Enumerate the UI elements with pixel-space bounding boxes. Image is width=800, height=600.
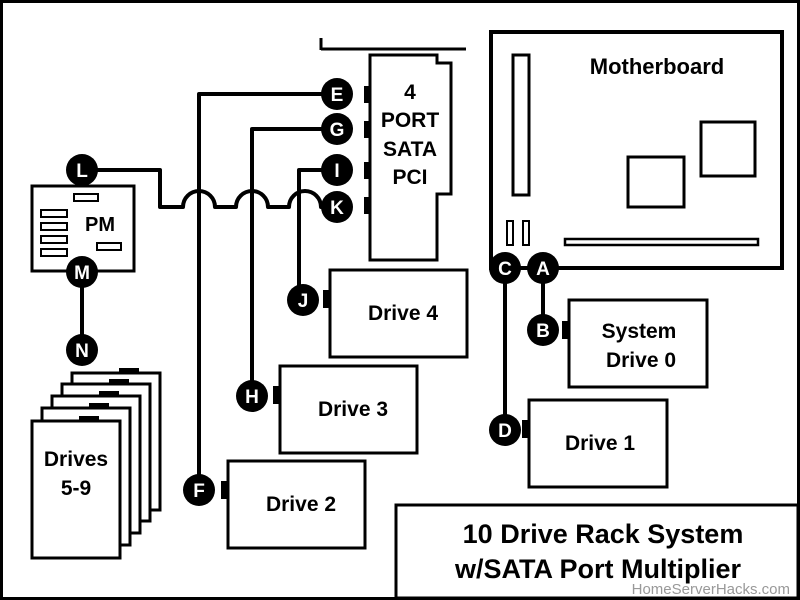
svg-text:C: C [498, 259, 512, 280]
connector-c: C [489, 252, 521, 284]
connector-j: J [287, 284, 319, 316]
cable-e-f [197, 92, 337, 490]
pci-label-line3: SATA [383, 138, 437, 161]
drives-5-9-label-line2: 5-9 [61, 477, 91, 500]
svg-text:H: H [245, 387, 259, 408]
pci-label-line1: 4 [404, 81, 416, 104]
connector-l: L [66, 154, 98, 186]
motherboard-label: Motherboard [590, 54, 724, 79]
drive-2-label: Drive 2 [266, 493, 336, 516]
system-drive-0-label-line1: System [602, 320, 677, 343]
svg-text:F: F [193, 481, 205, 502]
svg-text:M: M [74, 263, 90, 284]
svg-text:J: J [298, 291, 309, 312]
connector-i: I [321, 154, 353, 186]
pci-card: 4 PORT SATA PCI [319, 38, 466, 262]
drive-4-label: Drive 4 [368, 302, 438, 325]
drive-4: Drive 4 [323, 268, 469, 359]
drive-1: Drive 1 [522, 398, 669, 489]
connector-h: H [236, 380, 268, 412]
drives-5-9-label-line1: Drives [44, 448, 108, 471]
connector-d: D [489, 414, 521, 446]
pm-label: PM [85, 214, 115, 236]
connector-f: F [183, 474, 215, 506]
connector-e: E [321, 78, 353, 110]
connector-n: N [66, 334, 98, 366]
svg-text:E: E [331, 85, 344, 106]
system-drive-0-label-line2: Drive 0 [606, 349, 676, 372]
cable-g-h [250, 127, 337, 396]
motherboard: Motherboard [489, 30, 784, 270]
svg-text:K: K [330, 198, 344, 219]
system-drive-0: System Drive 0 [562, 298, 709, 389]
drive-3-label: Drive 3 [318, 398, 388, 421]
cables [80, 92, 545, 490]
connector-a: A [527, 252, 559, 284]
connector-m: M [66, 256, 98, 288]
svg-text:B: B [536, 321, 550, 342]
drives-5-9-stack: Drives 5-9 [30, 368, 162, 560]
svg-text:L: L [76, 161, 88, 182]
connector-b: B [527, 314, 559, 346]
svg-text:A: A [536, 259, 550, 280]
svg-text:D: D [498, 421, 512, 442]
connector-k: K [321, 191, 353, 223]
cable-k-l [82, 168, 337, 209]
svg-text:G: G [330, 120, 345, 141]
drive-1-label: Drive 1 [565, 432, 635, 455]
svg-text:N: N [75, 341, 89, 362]
title-line2: w/SATA Port Multiplier [454, 554, 741, 584]
pci-label-line4: PCI [392, 166, 427, 189]
connector-g: G [321, 113, 353, 145]
drive-3: Drive 3 [273, 364, 419, 455]
drive-2: Drive 2 [221, 459, 367, 550]
title-line1: 10 Drive Rack System [463, 519, 744, 549]
watermark: HomeServerHacks.com [632, 581, 790, 598]
svg-text:I: I [334, 161, 339, 182]
pci-label-line2: PORT [381, 109, 440, 132]
title-box: 10 Drive Rack System w/SATA Port Multipl… [394, 503, 800, 600]
